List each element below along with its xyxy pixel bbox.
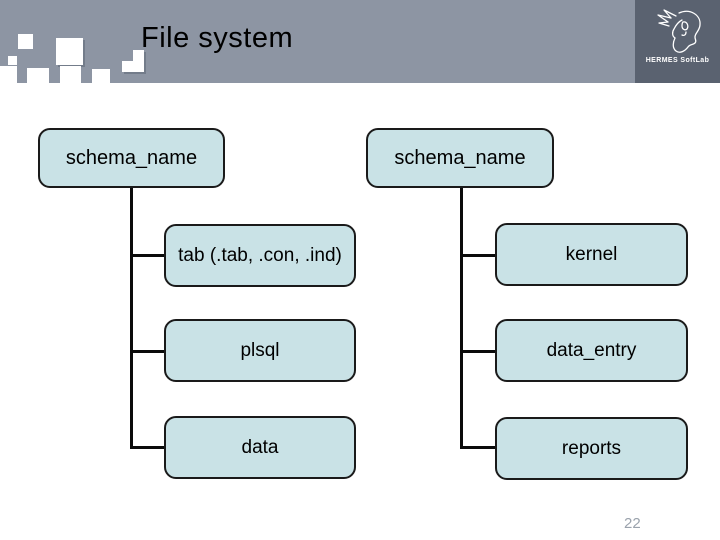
page-number: 22 [624,515,641,532]
tree2-branch-line [460,350,496,353]
tree2-child-box-reports: reports [495,417,688,480]
logo-text: HERMES SoftLab [645,57,710,64]
tree2-root-box: schema_name [366,128,554,188]
tree1-root-box: schema_name [38,128,225,188]
tree1-child-box-plsql: plsql [164,319,356,382]
tree2-child-box-data-entry: data_entry [495,319,688,382]
deco-square [122,50,144,72]
tree1-child-box-tab: tab (.tab, .con, .ind) [164,224,356,287]
tree2-child-box-kernel: kernel [495,223,688,286]
tree1-trunk-line [130,188,133,448]
deco-square [56,38,83,65]
tree1-branch-line [130,446,166,449]
slide-title: File system [141,22,294,54]
tree2-branch-line [460,446,496,449]
header-band [0,0,720,83]
hermes-logo-icon [656,9,701,53]
deco-square [60,66,81,83]
deco-square [27,68,49,83]
tree1-branch-line [130,254,166,257]
deco-square [8,56,17,65]
deco-square-notch [122,50,133,61]
logo-panel: HERMES SoftLab [635,0,720,83]
deco-square [18,34,33,49]
deco-square [0,66,17,83]
tree2-trunk-line [460,188,463,448]
deco-square [92,69,110,83]
tree1-branch-line [130,350,166,353]
tree1-child-box-data: data [164,416,356,479]
tree2-branch-line [460,254,496,257]
